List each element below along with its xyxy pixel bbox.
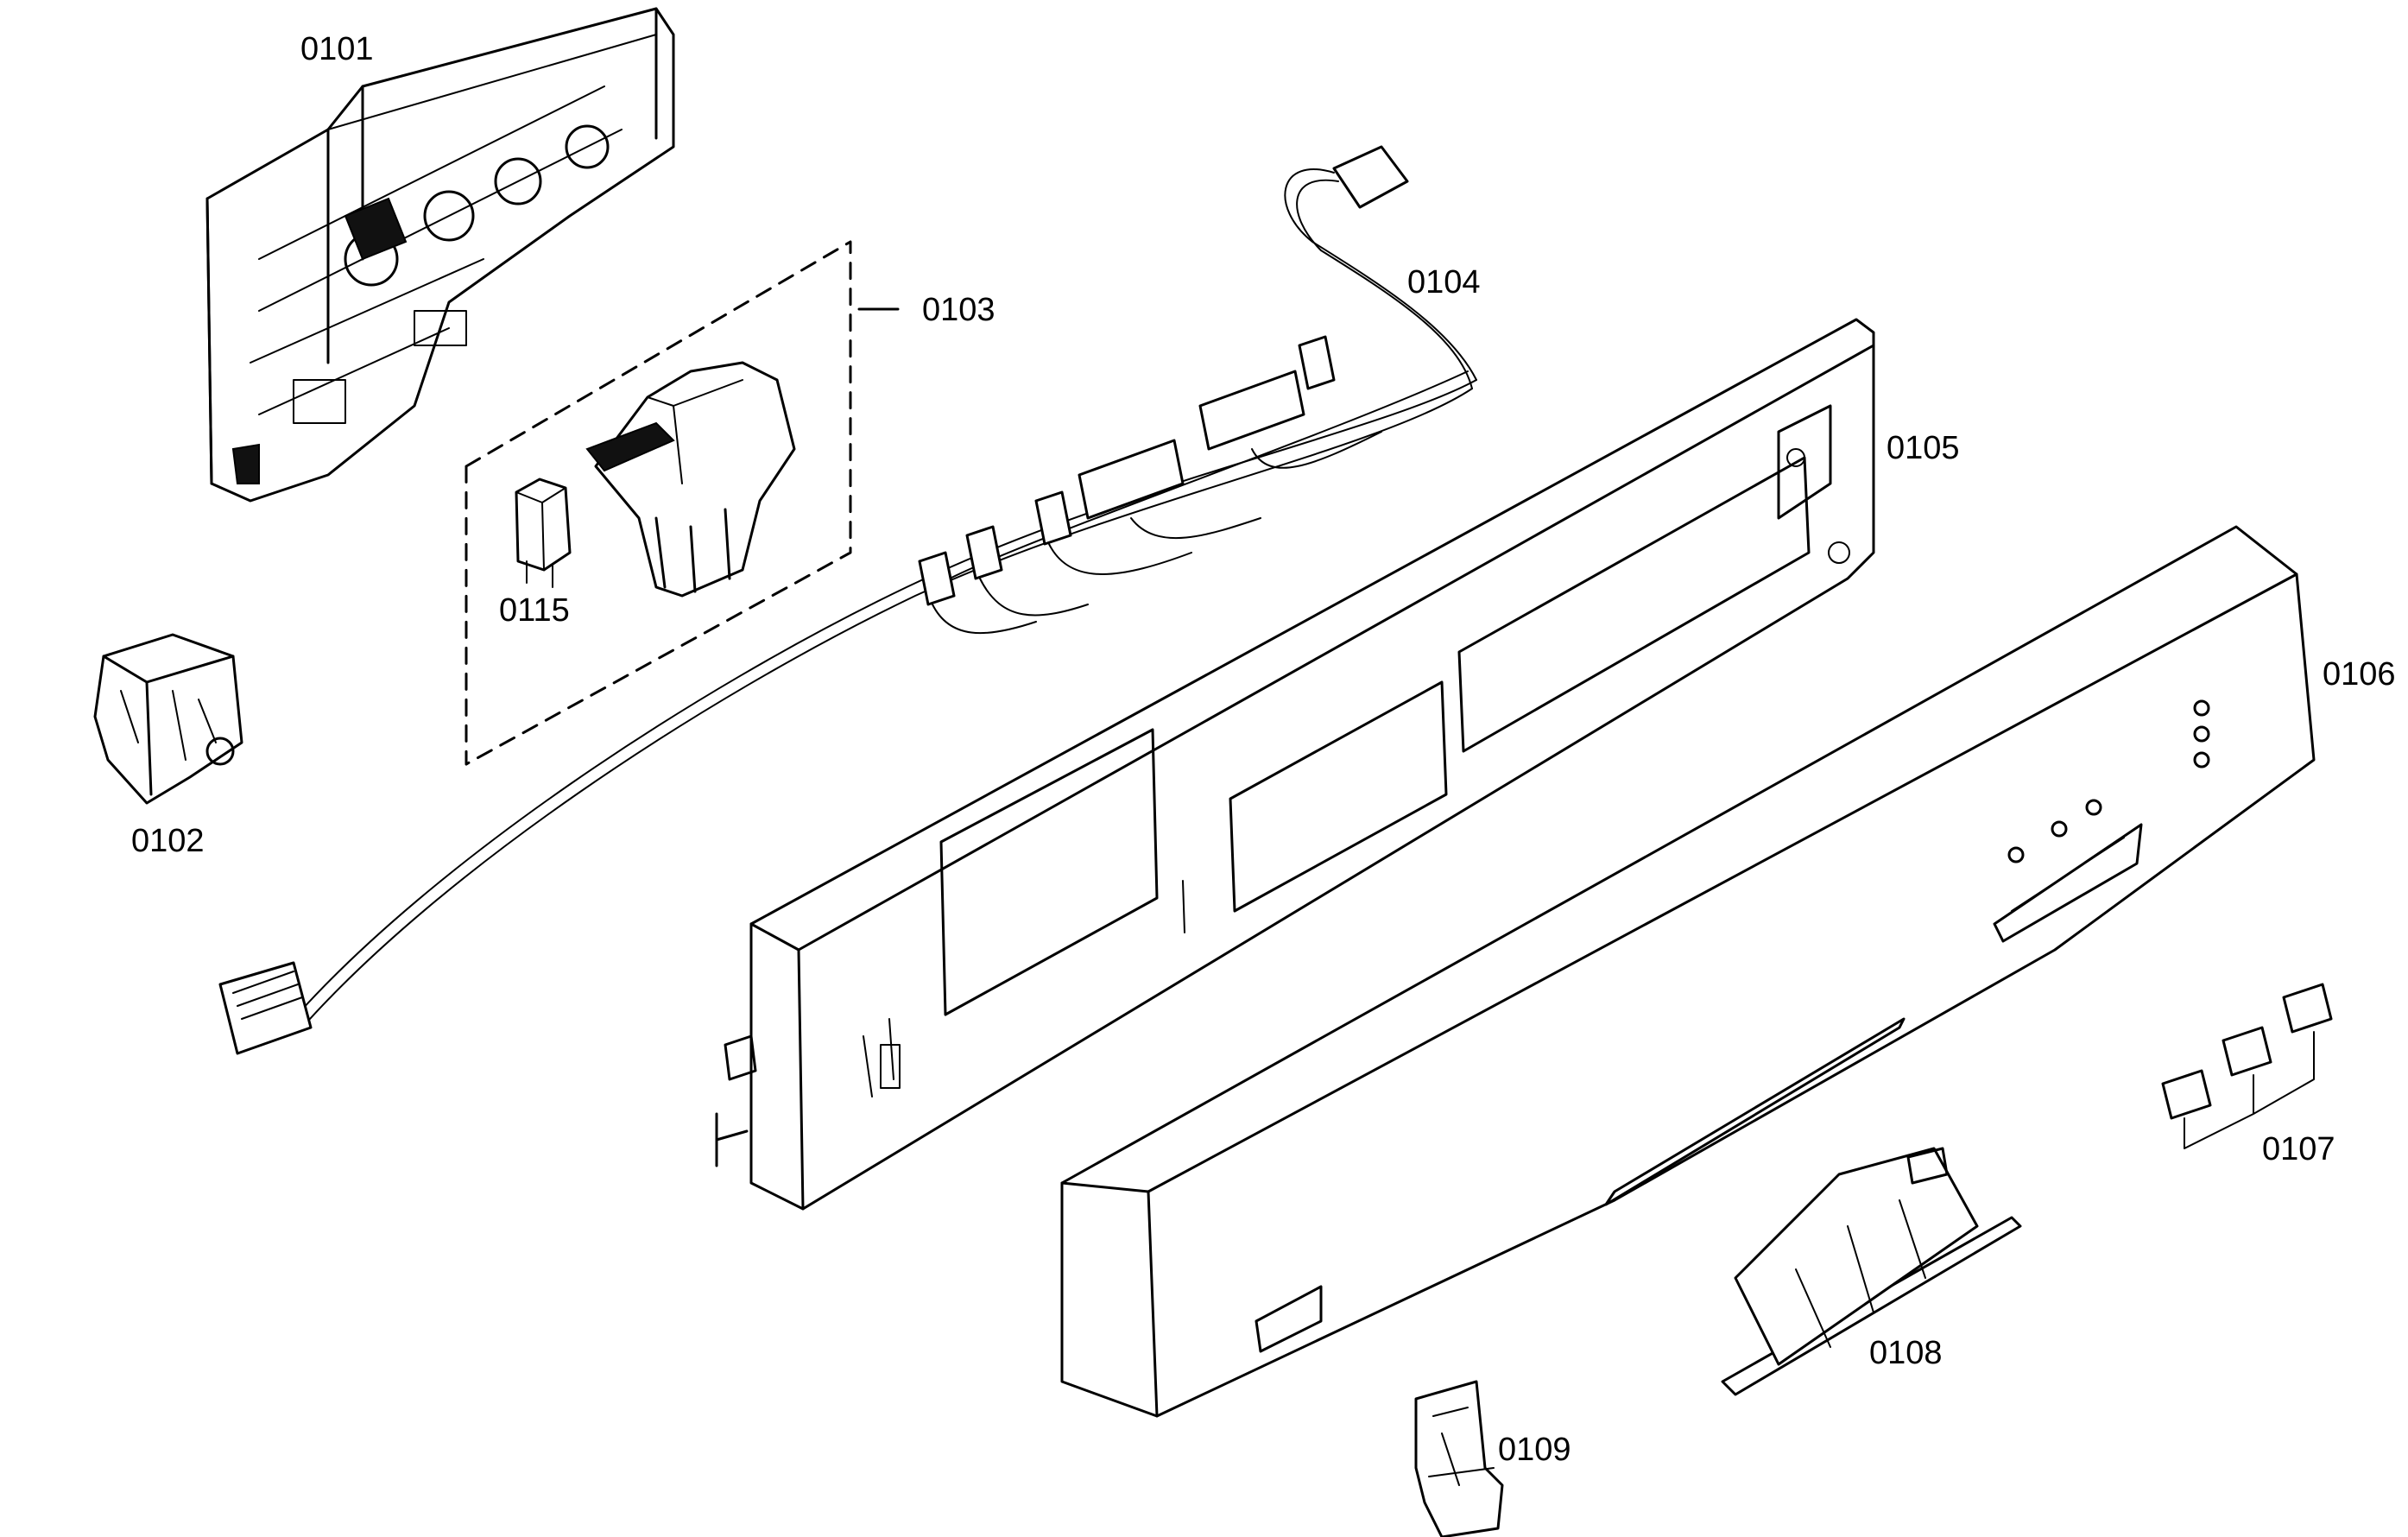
selector-switch-assembly xyxy=(585,361,796,598)
label-0102: 0102 xyxy=(131,823,205,859)
label-0104: 0104 xyxy=(1407,264,1481,300)
label-0101: 0101 xyxy=(300,31,374,67)
door-handle xyxy=(1721,1147,2022,1396)
switch-module xyxy=(515,478,572,588)
label-0105: 0105 xyxy=(1887,430,1960,466)
label-0115: 0115 xyxy=(499,592,570,629)
label-0106: 0106 xyxy=(2323,656,2396,693)
label-0107: 0107 xyxy=(2262,1131,2335,1167)
switch-kit-group xyxy=(465,240,900,766)
front-fascia-panel xyxy=(1060,525,2316,1418)
wire-harness xyxy=(218,145,1477,1055)
door-switch xyxy=(93,633,243,805)
inner-panel-frame xyxy=(715,318,1875,1211)
main-control-module xyxy=(205,7,675,503)
push-buttons xyxy=(2161,983,2333,1149)
label-0103: 0103 xyxy=(922,292,995,328)
door-latch xyxy=(1414,1380,1504,1537)
label-0109: 0109 xyxy=(1498,1432,1571,1468)
label-0108: 0108 xyxy=(1869,1335,1943,1371)
